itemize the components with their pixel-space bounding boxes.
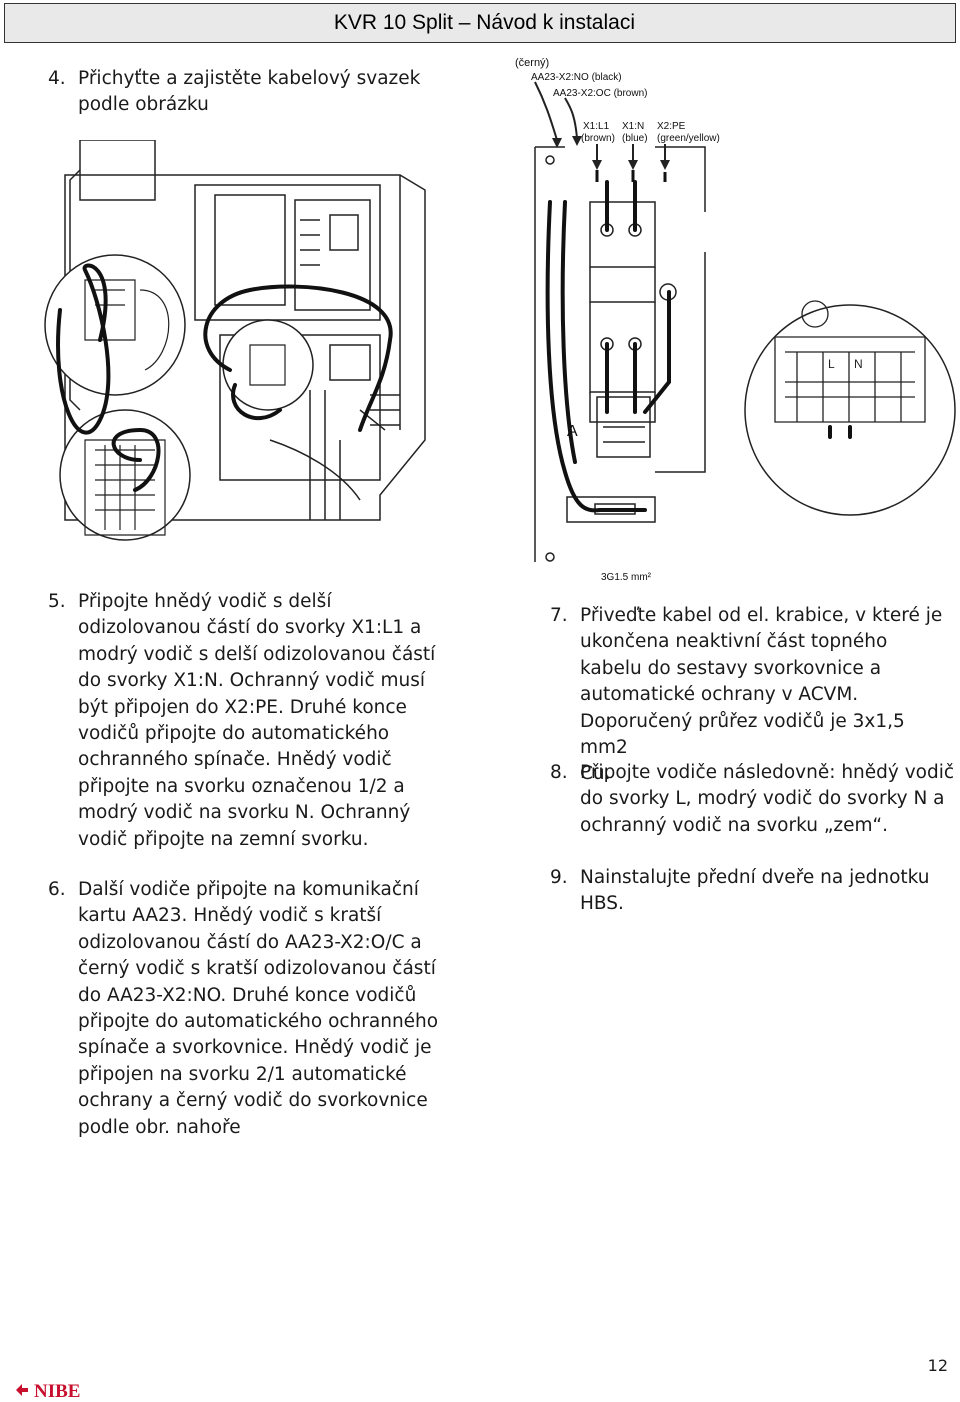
document-title: KVR 10 Split – Návod k instalaci [333, 11, 635, 34]
label-x2pe: X2:PE [657, 121, 686, 132]
step-6: 6. Další vodiče připojte na komunikační … [48, 877, 468, 1147]
step-5: 5. Připojte hnědý vodič s delší odizolov… [48, 589, 468, 859]
page-number: 12 [927, 1356, 948, 1375]
step-number: 8. [550, 762, 568, 783]
step-7: 7. Přiveďte kabel od el. krabice, v kter… [550, 603, 955, 784]
text-line: kartu AA23. Hnědý vodič s kratší [78, 905, 382, 927]
text-line: do svorky L, modrý vodič do svorky N a [580, 788, 945, 810]
step-number: 9. [550, 867, 568, 888]
text-line: vodič připojte na zemní svorku. [78, 828, 369, 850]
label-cable: 3G1.5 mm² [601, 572, 652, 583]
terminal-label-n: N [854, 357, 863, 371]
text-line: odizolovanou částí do svorky X1:L1 a [78, 617, 422, 639]
text-line: Nainstalujte přední dveře na jednotku [580, 867, 930, 888]
terminal-label-l: L [828, 357, 835, 371]
label-a: A [567, 423, 578, 440]
text-line: Doporučený průřez vodičů je 3x1,5 mm2 [580, 710, 905, 759]
step-text: Nainstalujte přední dveře na jednotku HB… [580, 865, 930, 918]
logo-text: NIBE [34, 1381, 80, 1400]
text-line: vodičů připojte do automatického [78, 723, 390, 745]
label-x2pe-sub: (green/yellow) [657, 133, 720, 144]
label-x1n-sub: (blue) [622, 133, 648, 144]
label-x1n: X1:N [622, 121, 644, 132]
label-aa23-oc: AA23-X2:OC (brown) [553, 88, 647, 99]
step-number: 6. [48, 879, 66, 900]
step-text: Další vodiče připojte na komunikační kar… [78, 877, 438, 1141]
text-line: Připojte hnědý vodič s delší [78, 591, 332, 612]
text-line: být připojen do X2:PE. Druhé konce [78, 696, 407, 718]
text-line: ukončena neaktivní část topného [580, 631, 888, 653]
text-line: automatické ochrany v ACVM. [580, 684, 859, 706]
text-line: podle obrázku [78, 94, 209, 116]
text-line: kabelu do sestavy svorkovnice a [580, 657, 882, 679]
text-line: černý vodič s kratší odizolovanou částí [78, 958, 436, 980]
text-line: spínače a svorkovnice. Hnědý vodič je [78, 1037, 432, 1059]
text-line: Další vodiče připojte na komunikační [78, 879, 419, 900]
text-line: připojte na svorku označenou 1/2 a [78, 775, 405, 797]
step-number: 4. [48, 68, 66, 89]
step-number: 7. [550, 605, 568, 626]
text-line: podle obr. nahoře [78, 1116, 241, 1138]
text-line: modrý vodič s delší odizolovanou částí [78, 643, 436, 665]
text-line: Přichyťte a zajistěte kabelový svazek [78, 68, 421, 89]
unit-interior-figure [44, 140, 426, 541]
text-line: Připojte vodiče následovně: hnědý vodič [580, 762, 955, 783]
text-line: ochrany a černý vodič do svorkovnice [78, 1090, 428, 1112]
label-x1l1: X1:L1 [583, 121, 610, 132]
header-bar: KVR 10 Split – Návod k instalaci [4, 3, 956, 43]
label-cerny: (černý) [515, 57, 549, 69]
nibe-logo: NIBE [16, 1381, 80, 1400]
step-text: Přichyťte a zajistěte kabelový svazek po… [78, 66, 420, 119]
label-aa23-no: AA23-X2:NO (black) [531, 72, 622, 83]
text-line: do AA23-X2:NO. Druhé konce vodičů [78, 984, 417, 1006]
terminal-wiring-figure: (černý) AA23-X2:NO (black) AA23-X2:OC (b… [515, 57, 956, 583]
step-text: Připojte hnědý vodič s delší odizolovano… [78, 589, 435, 853]
step-9: 9. Nainstalujte přední dveře na jednotku… [550, 865, 955, 920]
step-number: 5. [48, 591, 66, 612]
label-x1l1-sub: (brown) [581, 133, 615, 144]
text-line: odizolovanou částí do AA23-X2:O/C a [78, 931, 422, 953]
text-line: do svorky X1:N. Ochranný vodič musí [78, 670, 426, 692]
step-text: Připojte vodiče následovně: hnědý vodič … [580, 760, 954, 839]
text-line: HBS. [580, 893, 624, 915]
text-line: modrý vodič na svorku N. Ochranný [78, 802, 411, 824]
text-line: připojen na svorku 2/1 automatické [78, 1063, 407, 1085]
step-8: 8. Připojte vodiče následovně: hnědý vod… [550, 760, 955, 840]
text-line: Cu. [580, 763, 611, 785]
step-text: Přiveďte kabel od el. krabice, v které j… [580, 603, 955, 788]
text-line: ochranný vodič na svorku „zem“. [580, 814, 889, 836]
text-line: ochranného spínače. Hnědý vodič [78, 749, 392, 771]
text-line: připojte do automatického ochranného [78, 1011, 439, 1033]
text-line: Přiveďte kabel od el. krabice, v které j… [580, 605, 943, 626]
